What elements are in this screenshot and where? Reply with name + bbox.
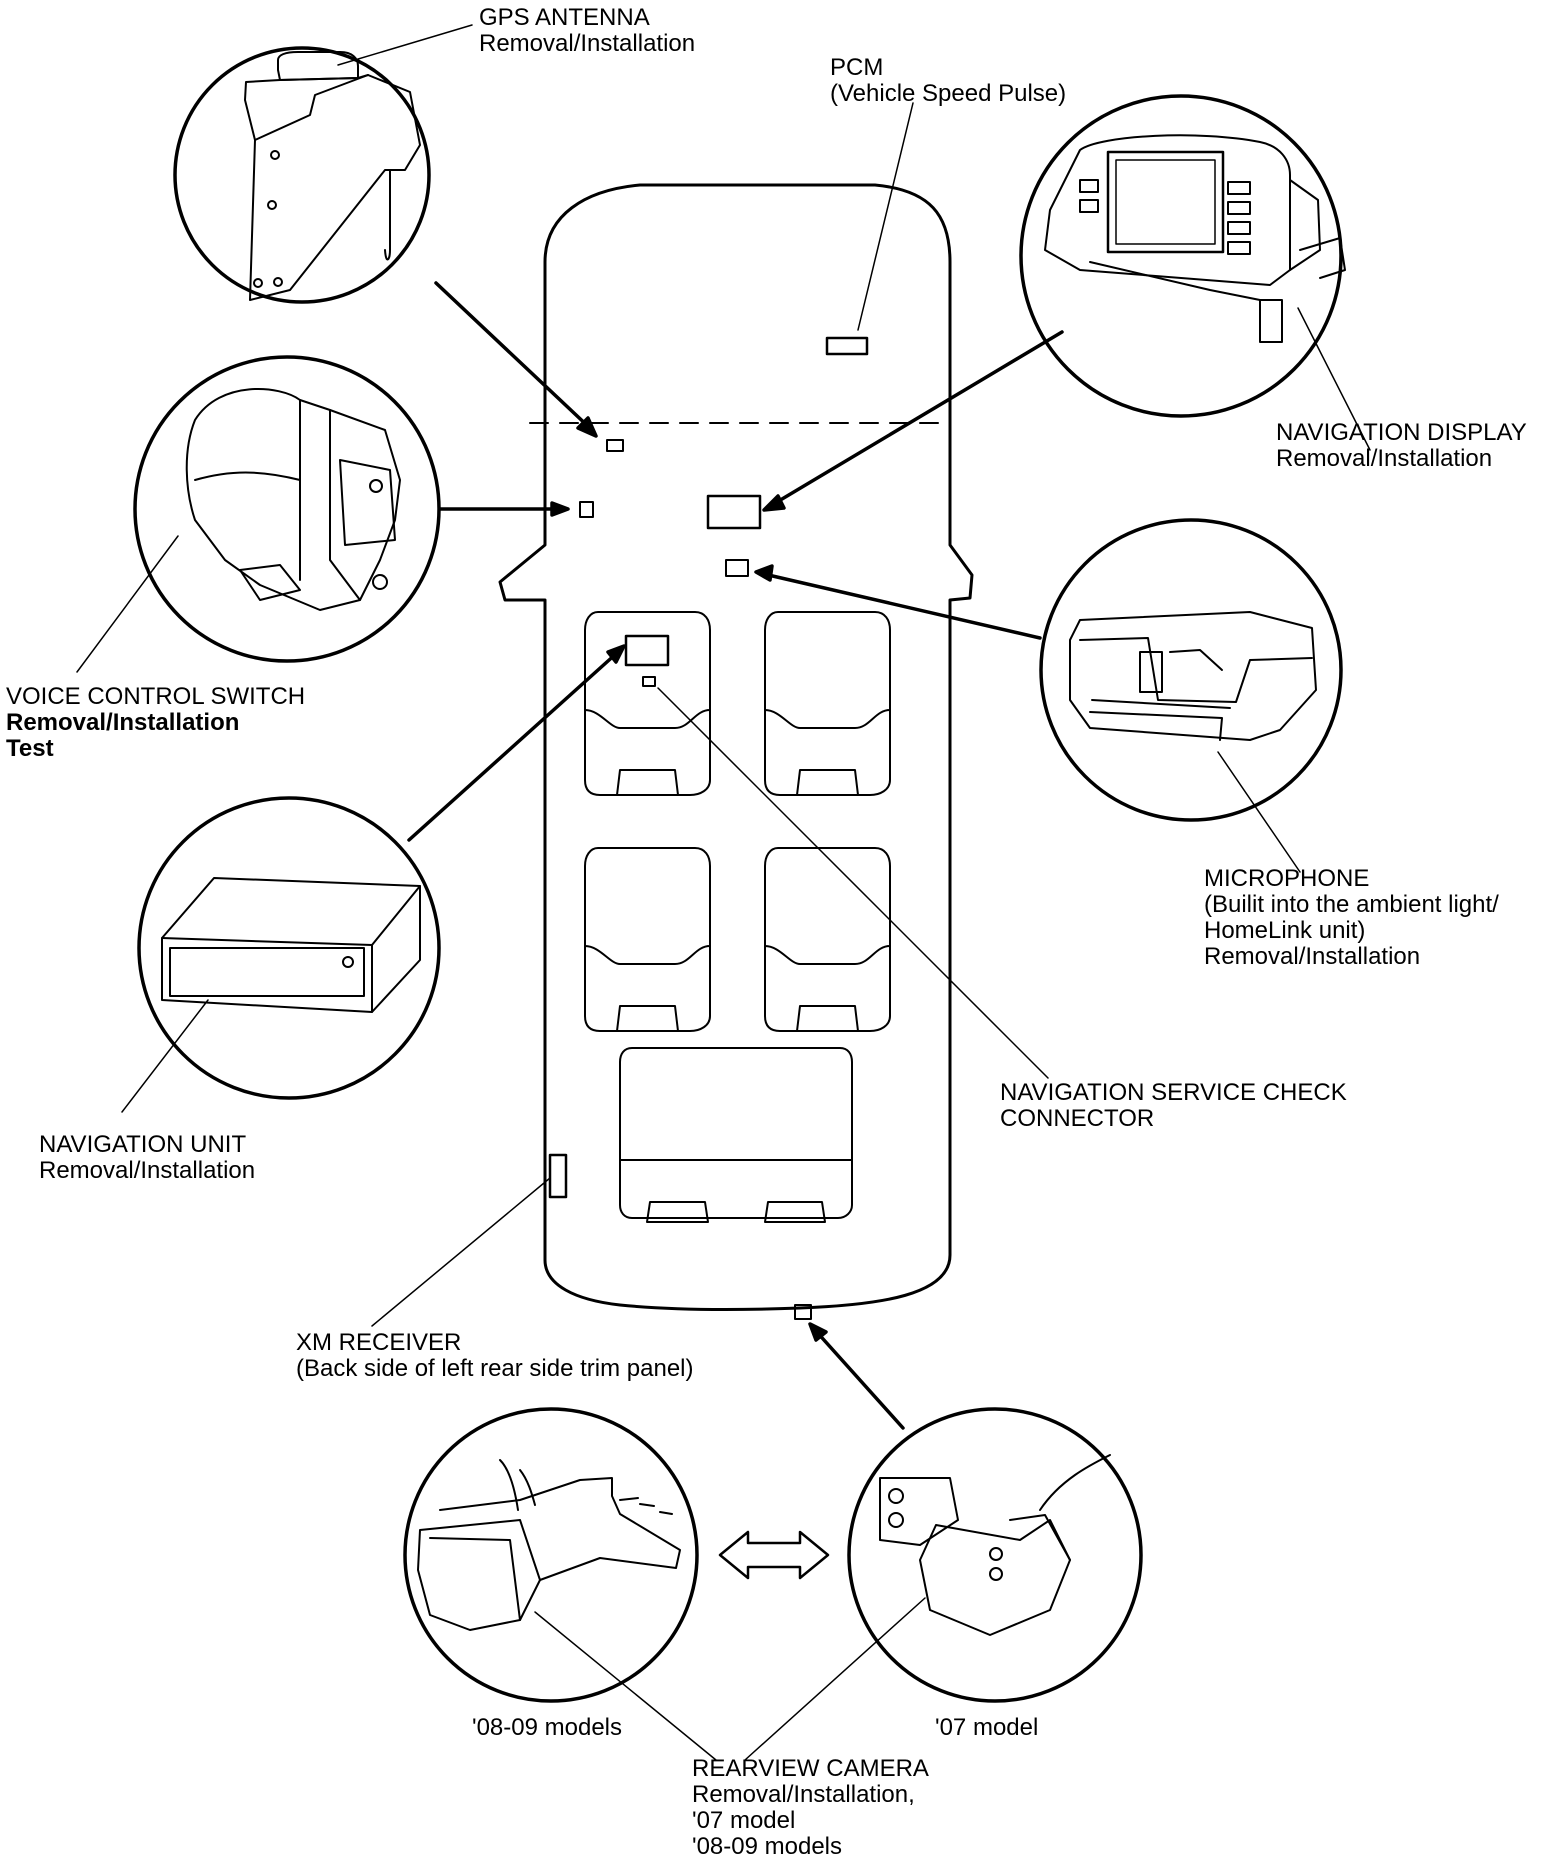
model-swap-arrow <box>718 1530 830 1580</box>
voice-switch-test-link[interactable]: Test <box>6 735 54 762</box>
gps-antenna-label: GPS ANTENNA Removal/Installation <box>479 5 695 57</box>
nav-display-illustration <box>1044 134 1346 343</box>
model-0809-caption: '08-09 models <box>472 1714 622 1741</box>
front-right-seat <box>764 611 891 796</box>
microphone-label: MICROPHONE (Builit into the ambient ligh… <box>1204 866 1499 970</box>
rearview-camera-0809-link[interactable]: '08-09 models <box>692 1833 842 1860</box>
nav-unit-procedure-link[interactable]: Removal/Installation <box>39 1157 256 1184</box>
middle-left-seat <box>584 847 711 1032</box>
nav-unit-detail-circle <box>137 796 441 1100</box>
pcm-marker <box>825 336 869 356</box>
camera-07-detail-circle <box>847 1407 1143 1703</box>
nav-check-title-2: CONNECTOR <box>1000 1105 1155 1132</box>
microphone-marker <box>725 559 749 577</box>
pcm-title: PCM <box>830 54 884 81</box>
nav-display-procedure-link[interactable]: Removal/Installation <box>1276 445 1493 472</box>
voice-switch-label: VOICE CONTROL SWITCH Removal/Installatio… <box>6 684 305 762</box>
gps-antenna-marker <box>606 439 624 452</box>
xm-receiver-label: XM RECEIVER (Back side of left rear side… <box>296 1330 694 1382</box>
xm-receiver-note: (Back side of left rear side trim panel) <box>296 1355 694 1382</box>
voice-switch-illustration <box>185 387 401 611</box>
microphone-note-1: (Builit into the ambient light/ <box>1204 891 1499 918</box>
voice-switch-procedure-link[interactable]: Removal/Installation <box>6 709 240 736</box>
rear-bench-seat <box>619 1047 853 1223</box>
nav-check-title: NAVIGATION SERVICE CHECK <box>1000 1079 1347 1106</box>
front-left-seat <box>584 611 711 796</box>
rearview-camera-title: REARVIEW CAMERA <box>692 1755 929 1782</box>
nav-unit-title: NAVIGATION UNIT <box>39 1131 247 1158</box>
vehicle-outline <box>498 183 974 1311</box>
pcm-label: PCM (Vehicle Speed Pulse) <box>830 55 1066 107</box>
gps-antenna-detail-circle <box>173 46 431 304</box>
xm-receiver-marker <box>548 1153 568 1199</box>
nav-display-marker <box>706 494 762 530</box>
nav-check-connector-marker <box>642 676 656 687</box>
camera-07-illustration <box>879 1454 1111 1636</box>
microphone-note-2: HomeLink unit) <box>1204 917 1366 944</box>
microphone-title: MICROPHONE <box>1204 865 1370 892</box>
model-07-caption: '07 model <box>935 1714 1039 1741</box>
microphone-procedure-link[interactable]: Removal/Installation <box>1204 943 1421 970</box>
nav-unit-illustration <box>161 877 421 1013</box>
leader-lines <box>76 24 1371 1761</box>
pointer-arrows <box>407 281 1064 1430</box>
voice-switch-marker <box>579 501 594 518</box>
nav-unit-marker <box>624 634 670 667</box>
voice-switch-title: VOICE CONTROL SWITCH <box>6 683 306 710</box>
nav-check-connector-label: NAVIGATION SERVICE CHECK CONNECTOR <box>1000 1080 1347 1132</box>
nav-unit-label: NAVIGATION UNIT Removal/Installation <box>39 1132 255 1184</box>
pcm-note: (Vehicle Speed Pulse) <box>830 80 1067 107</box>
camera-0809-illustration <box>417 1459 681 1631</box>
rearview-camera-procedure-link[interactable]: Removal/Installation, <box>692 1781 915 1808</box>
middle-right-seat <box>764 847 891 1032</box>
nav-display-title: NAVIGATION DISPLAY <box>1276 419 1527 446</box>
nav-display-detail-circle <box>1019 94 1343 418</box>
xm-receiver-title: XM RECEIVER <box>296 1329 462 1356</box>
microphone-detail-circle <box>1039 518 1343 822</box>
gps-antenna-illustration <box>244 51 421 301</box>
rearview-camera-07-link[interactable]: '07 model <box>692 1807 796 1834</box>
nav-display-label: NAVIGATION DISPLAY Removal/Installation <box>1276 420 1527 472</box>
rearview-camera-marker <box>794 1304 812 1320</box>
microphone-illustration <box>1069 611 1317 741</box>
gps-antenna-title: GPS ANTENNA <box>479 4 650 31</box>
rearview-camera-label: REARVIEW CAMERA Removal/Installation, '0… <box>692 1756 929 1860</box>
camera-0809-detail-circle <box>403 1407 699 1703</box>
gps-antenna-procedure-link[interactable]: Removal/Installation <box>479 30 696 57</box>
